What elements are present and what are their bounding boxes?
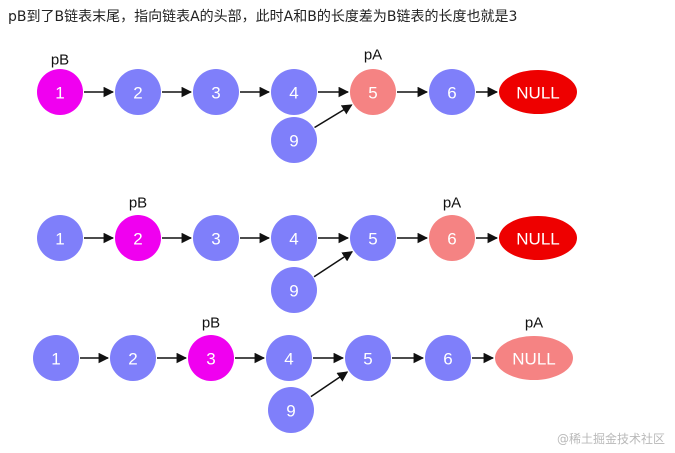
node-label: 1 xyxy=(55,84,64,103)
pointer-pa-label: pA xyxy=(525,315,543,332)
list-node xyxy=(271,69,317,115)
pointer-pa-label: pA xyxy=(364,47,382,64)
branch-arrow xyxy=(310,371,349,398)
list-node xyxy=(110,335,156,381)
watermark: @稀土掘金技术社区 xyxy=(556,432,665,446)
node-label: 3 xyxy=(211,84,220,103)
pointer-pb-label: pB xyxy=(129,195,147,212)
list-node xyxy=(33,335,79,381)
list-node xyxy=(193,69,239,115)
node-label: 3 xyxy=(206,350,215,369)
list-node xyxy=(188,335,234,381)
branch-node xyxy=(268,387,314,433)
node-label: 6 xyxy=(447,84,456,103)
branch-node xyxy=(271,117,317,163)
node-label: 2 xyxy=(133,84,142,103)
pointer-pb-label: pB xyxy=(202,315,220,332)
null-label: NULL xyxy=(512,350,555,369)
node-label: 5 xyxy=(363,350,372,369)
branch-node-label: 9 xyxy=(286,402,295,421)
list-node xyxy=(429,215,475,261)
node-label: 5 xyxy=(368,230,377,249)
list-node xyxy=(345,335,391,381)
list-node xyxy=(350,215,396,261)
list-node xyxy=(350,69,396,115)
node-label: 4 xyxy=(284,350,293,369)
node-label: 6 xyxy=(443,350,452,369)
list-node xyxy=(115,215,161,261)
node-label: 2 xyxy=(133,230,142,249)
branch-node-label: 9 xyxy=(289,132,298,151)
node-label: 5 xyxy=(368,84,377,103)
node-label: 3 xyxy=(211,230,220,249)
node-label: 1 xyxy=(51,350,60,369)
diagram-caption: pB到了B链表末尾，指向链表A的头部，此时A和B的长度差为B链表的长度也就是3 xyxy=(8,9,518,25)
list-node xyxy=(115,69,161,115)
list-node xyxy=(193,215,239,261)
node-label: 4 xyxy=(289,84,298,103)
pointer-pb-label: pB xyxy=(51,52,69,69)
list-node xyxy=(429,69,475,115)
list-node xyxy=(37,215,83,261)
null-node xyxy=(499,216,577,260)
list-node xyxy=(37,69,83,115)
branch-node-label: 9 xyxy=(289,282,298,301)
null-label: NULL xyxy=(516,230,559,249)
null-label: NULL xyxy=(516,84,559,103)
null-node xyxy=(499,70,577,114)
branch-arrow xyxy=(313,251,353,278)
null-node xyxy=(495,336,573,380)
node-label: 6 xyxy=(447,230,456,249)
list-node xyxy=(425,335,471,381)
list-node xyxy=(271,215,317,261)
list-node xyxy=(266,335,312,381)
pointer-pa-label: pA xyxy=(443,195,461,212)
node-label: 4 xyxy=(289,230,298,249)
node-label: 1 xyxy=(55,230,64,249)
node-label: 2 xyxy=(128,350,137,369)
branch-arrow xyxy=(314,104,353,129)
branch-node xyxy=(271,267,317,313)
